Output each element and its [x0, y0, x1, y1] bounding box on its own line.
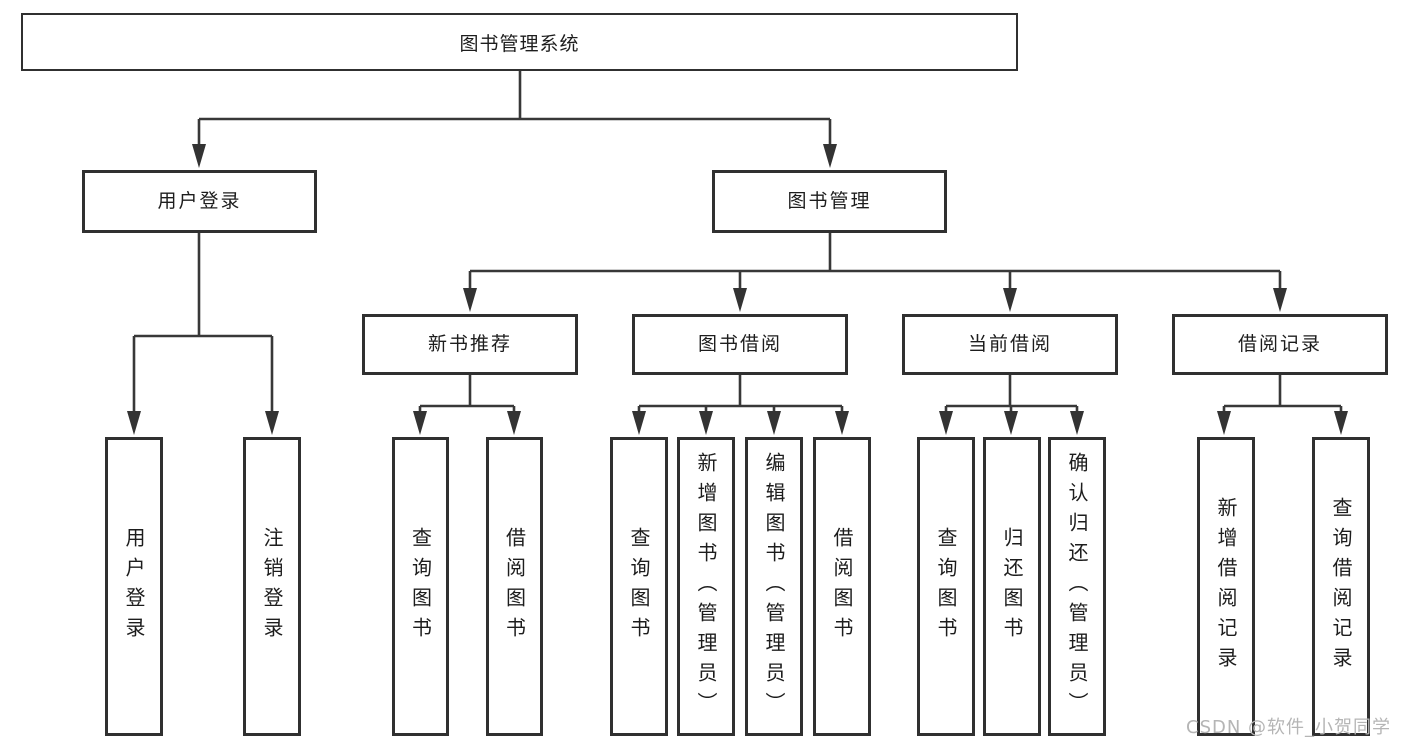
leaf-newbook-borrow-books: 借阅图书 — [486, 437, 543, 736]
node-current-borrow: 当前借阅 — [902, 314, 1118, 375]
leaf-borrow-add-books-admin: 新增图书（管理员） — [677, 437, 735, 736]
leaf-current-return-books: 归还图书 — [983, 437, 1041, 736]
node-label: 用户登录 — [157, 190, 242, 212]
arrowhead-icon — [1070, 411, 1084, 435]
arrowhead-icon — [1004, 411, 1018, 435]
leaf-record-query-borrow-record: 查询借阅记录 — [1312, 437, 1370, 736]
arrowhead-icon — [699, 411, 713, 435]
arrowhead-icon — [1334, 411, 1348, 435]
node-borrow-records: 借阅记录 — [1172, 314, 1388, 375]
node-label: 借阅记录 — [1237, 333, 1322, 355]
arrowhead-icon — [127, 411, 141, 435]
arrowhead-icon — [507, 411, 521, 435]
leaf-current-query-books: 查询图书 — [917, 437, 975, 736]
arrowhead-icon — [1273, 288, 1287, 312]
node-label: 借阅图书 — [502, 526, 527, 647]
leaf-user-login: 用户登录 — [105, 437, 163, 736]
leaf-borrow-borrow-books: 借阅图书 — [813, 437, 871, 736]
arrowhead-icon — [939, 411, 953, 435]
arrowhead-icon — [733, 288, 747, 312]
node-label: 新增图书（管理员） — [694, 451, 718, 722]
node-label: 归还图书 — [1000, 526, 1024, 647]
node-label: 查询借阅记录 — [1329, 496, 1353, 677]
arrowhead-icon — [1217, 411, 1231, 435]
arrowhead-icon — [1003, 288, 1017, 312]
leaf-logout: 注销登录 — [243, 437, 301, 736]
arrowhead-icon — [413, 411, 427, 435]
leaf-borrow-query-books: 查询图书 — [610, 437, 668, 736]
node-label: 新增借阅记录 — [1214, 496, 1238, 677]
arrowhead-icon — [265, 411, 279, 435]
node-label: 图书管理系统 — [459, 32, 580, 55]
node-label: 查询图书 — [408, 526, 433, 647]
arrowhead-icon — [192, 144, 206, 168]
arrowhead-icon — [823, 144, 837, 168]
arrowhead-icon — [632, 411, 646, 435]
node-label: 图书借阅 — [697, 333, 782, 355]
node-library-system: 图书管理系统 — [21, 13, 1018, 71]
leaf-newbook-query-books: 查询图书 — [392, 437, 449, 736]
node-book-borrow: 图书借阅 — [632, 314, 848, 375]
node-label: 图书管理 — [787, 190, 872, 212]
node-label: 借阅图书 — [830, 526, 854, 647]
node-label: 确认归还（管理员） — [1065, 451, 1089, 722]
node-label: 新书推荐 — [427, 333, 512, 355]
node-label: 查询图书 — [627, 526, 651, 647]
arrowhead-icon — [767, 411, 781, 435]
arrowhead-icon — [463, 288, 477, 312]
node-label: 当前借阅 — [967, 333, 1052, 355]
node-label: 查询图书 — [934, 526, 958, 647]
node-label: 编辑图书（管理员） — [762, 451, 786, 722]
leaf-borrow-edit-books-admin: 编辑图书（管理员） — [745, 437, 803, 736]
arrowhead-icon — [835, 411, 849, 435]
node-label: 用户登录 — [122, 526, 146, 647]
node-new-book-recommend: 新书推荐 — [362, 314, 578, 375]
leaf-current-confirm-return-admin: 确认归还（管理员） — [1048, 437, 1106, 736]
node-book-management: 图书管理 — [712, 170, 947, 233]
node-label: 注销登录 — [260, 526, 284, 647]
node-user-login: 用户登录 — [82, 170, 317, 233]
leaf-record-add-borrow-record: 新增借阅记录 — [1197, 437, 1255, 736]
csdn-watermark: CSDN @软件_小贺同学 — [1186, 717, 1392, 738]
